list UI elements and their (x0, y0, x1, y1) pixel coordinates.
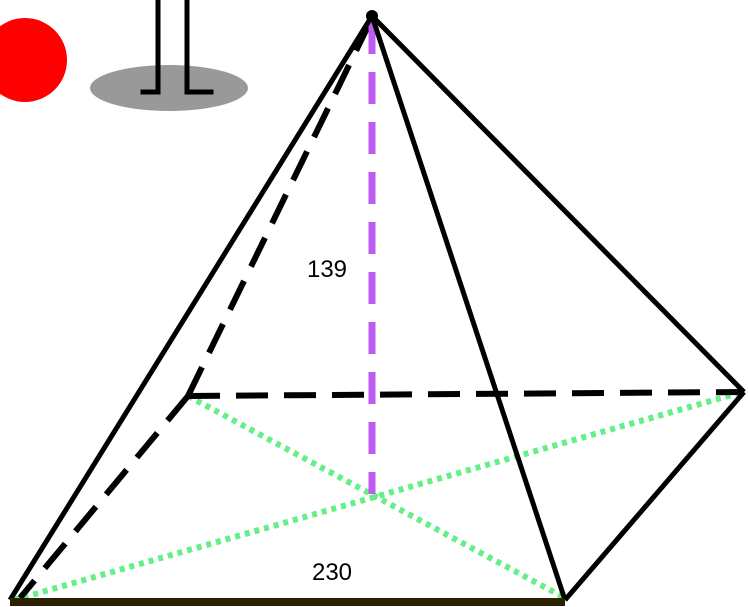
back-lateral-edge (185, 16, 375, 398)
diagonal-front-left-back-right (13, 389, 743, 603)
right-base-edge (563, 390, 746, 602)
base-diagonals (13, 389, 743, 603)
visible-edges (7, 14, 746, 602)
hidden-edges (17, 16, 743, 600)
diagonal-back-left-front-right (186, 393, 567, 601)
front-right-lateral-edge (369, 15, 568, 601)
shadow-ellipse (90, 65, 248, 111)
height-label-bg (298, 252, 356, 286)
back-right-lateral-edge (370, 14, 746, 394)
apex-point (366, 10, 378, 22)
red-ball-icon (0, 18, 67, 102)
back-base-edge (187, 389, 743, 399)
height-label: 139 (307, 256, 347, 283)
base-label: 230 (312, 559, 352, 586)
front-left-lateral-edge (7, 14, 375, 602)
standing-figure-icon (140, 0, 214, 95)
back-left-base-edge (17, 394, 191, 600)
